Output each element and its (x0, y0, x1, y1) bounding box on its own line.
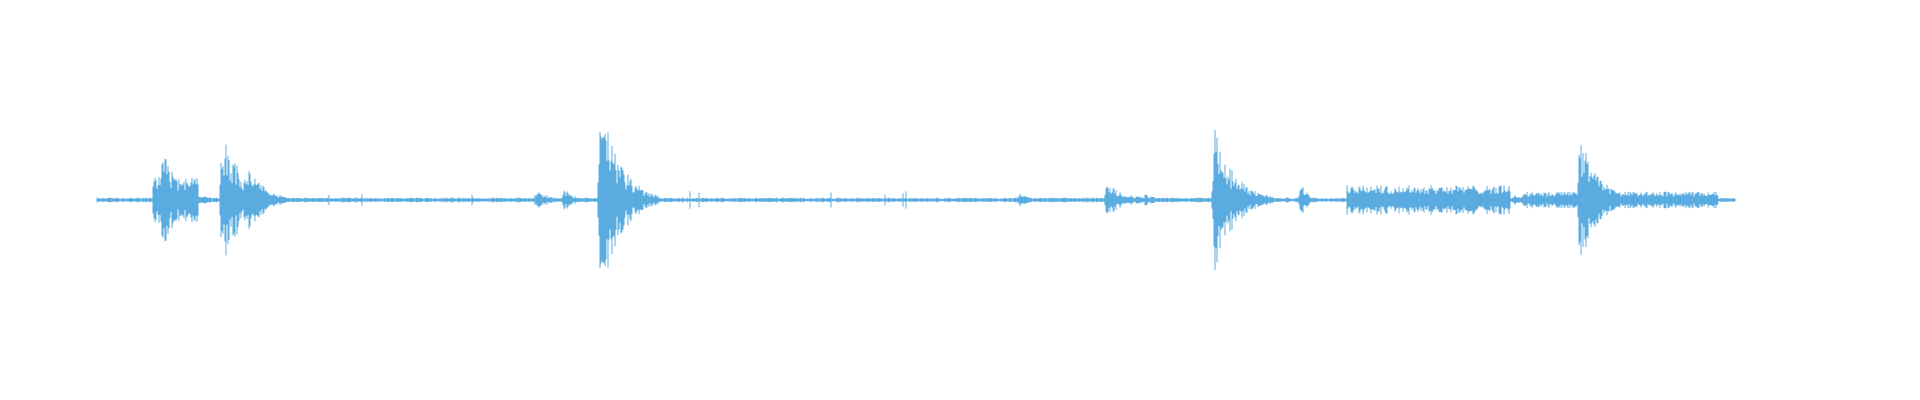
waveform-signal (96, 130, 1736, 270)
